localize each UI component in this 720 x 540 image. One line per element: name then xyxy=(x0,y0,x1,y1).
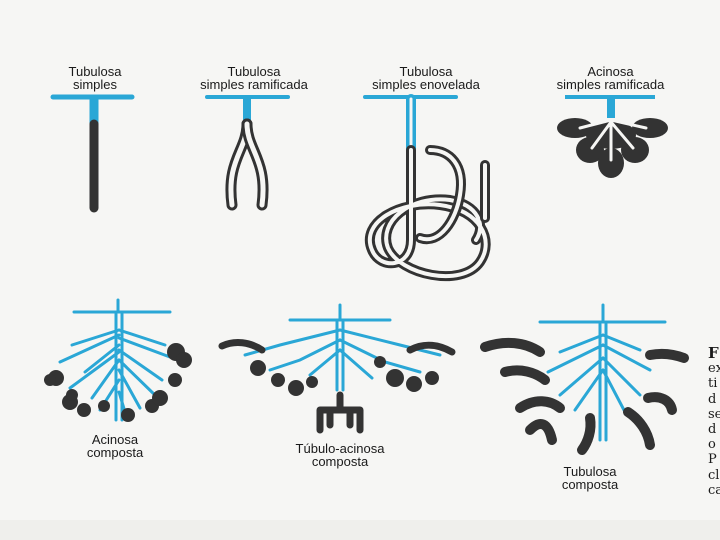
caption-fragment: d xyxy=(708,392,720,407)
cropped-caption-text: F ex ti d se d o P cl ca xyxy=(708,346,720,498)
label-acinar-branched: Acinosa simples ramificada xyxy=(538,65,683,91)
label-tubular-branched: Tubulosa simples ramificada xyxy=(184,65,324,91)
label-line: simples ramificada xyxy=(538,78,683,91)
caption-fragment: ex xyxy=(708,361,720,376)
label-line: simples xyxy=(50,78,140,91)
label-tubular-simple: Tubulosa simples xyxy=(50,65,140,91)
label-acinar-compound: Acinosa composta xyxy=(65,433,165,459)
caption-fragment: ti xyxy=(708,376,720,391)
label-line: composta xyxy=(540,478,640,491)
caption-fragment: o xyxy=(708,437,720,452)
label-tubuloacinar-compound: Túbulo-acinosa composta xyxy=(280,442,400,468)
caption-fragment: se xyxy=(708,407,720,422)
caption-fragment: F xyxy=(708,346,720,361)
label-line: simples ramificada xyxy=(184,78,324,91)
caption-fragment: P xyxy=(708,452,720,467)
label-tubular-coiled: Tubulosa simples enovelada xyxy=(356,65,496,91)
caption-fragment: cl xyxy=(708,468,720,483)
label-line: composta xyxy=(65,446,165,459)
label-line: simples enovelada xyxy=(356,78,496,91)
label-tubular-compound: Tubulosa composta xyxy=(540,465,640,491)
caption-fragment: ca xyxy=(708,483,720,498)
caption-fragment: d xyxy=(708,422,720,437)
scan-edge-shadow xyxy=(0,520,720,540)
label-line: composta xyxy=(280,455,400,468)
